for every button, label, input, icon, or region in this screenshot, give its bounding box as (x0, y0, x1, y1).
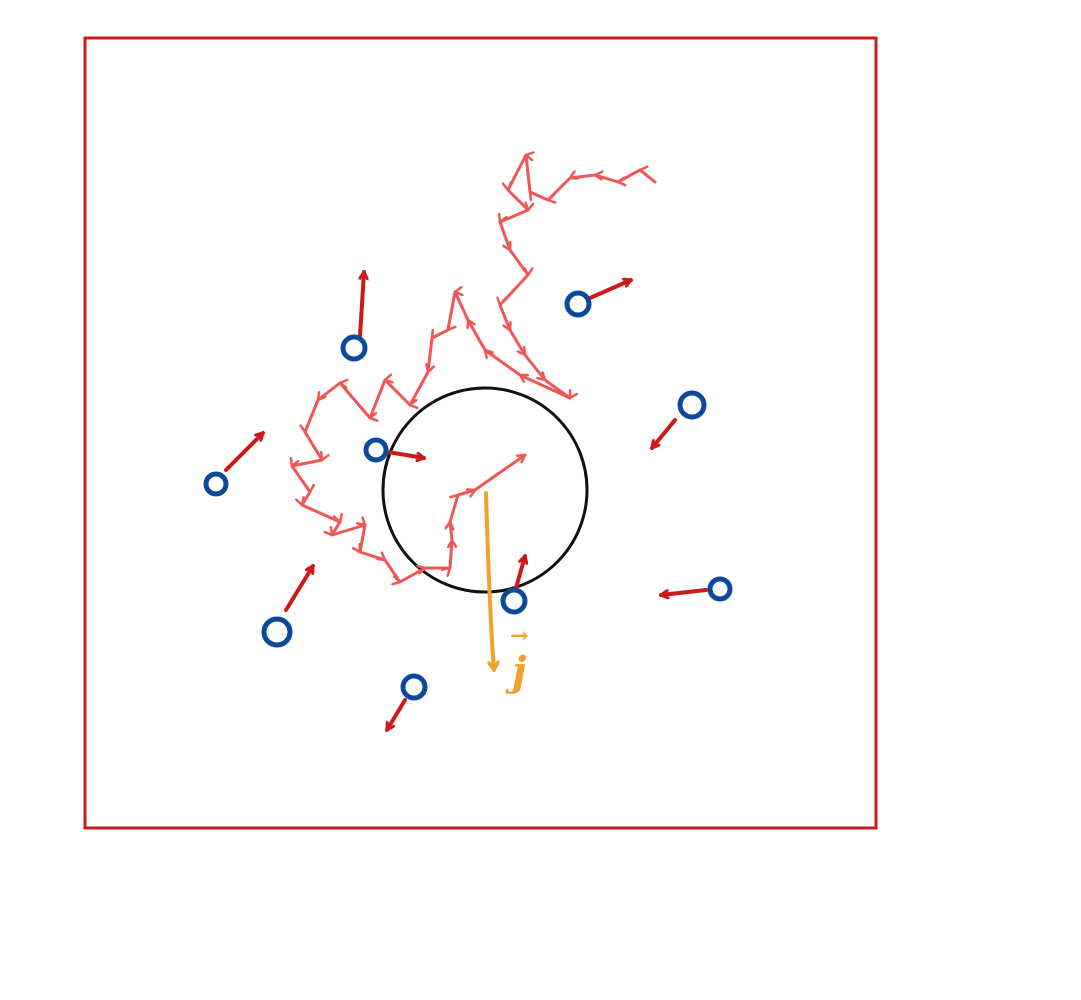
velocity-arrow (358, 270, 364, 338)
particle (363, 437, 426, 463)
particle (340, 270, 368, 362)
velocity-arrow (284, 564, 315, 612)
particle-icon (707, 576, 733, 602)
flux-label: → j (505, 623, 528, 695)
particles (203, 270, 733, 732)
particle-icon (500, 587, 528, 615)
particle (659, 576, 733, 602)
container-box (83, 36, 878, 830)
particle-icon (564, 290, 592, 318)
particle-icon (340, 334, 368, 362)
particle-icon (203, 471, 229, 497)
velocity-arrow (385, 698, 407, 732)
velocity-arrow (659, 588, 708, 595)
velocity-arrow (224, 431, 265, 472)
flux-vector-arrow-symbol: → (510, 623, 528, 649)
particle (261, 564, 315, 648)
random-walk-path (292, 155, 657, 582)
particle (385, 673, 428, 732)
particle (500, 554, 528, 615)
velocity-arrow (588, 280, 633, 300)
particle (203, 431, 265, 497)
particle-icon (400, 673, 428, 701)
particle (564, 280, 633, 318)
velocity-arrow (514, 554, 525, 590)
velocity-arrow (650, 418, 677, 450)
particle-icon (261, 616, 293, 648)
flux-vector-symbol: j (505, 648, 527, 695)
flux-arrow (484, 491, 494, 672)
velocity-arrow (386, 450, 426, 458)
particle (650, 390, 707, 450)
particle-icon (363, 437, 389, 463)
particle-icon (677, 390, 707, 420)
control-volume-circle (381, 386, 589, 594)
